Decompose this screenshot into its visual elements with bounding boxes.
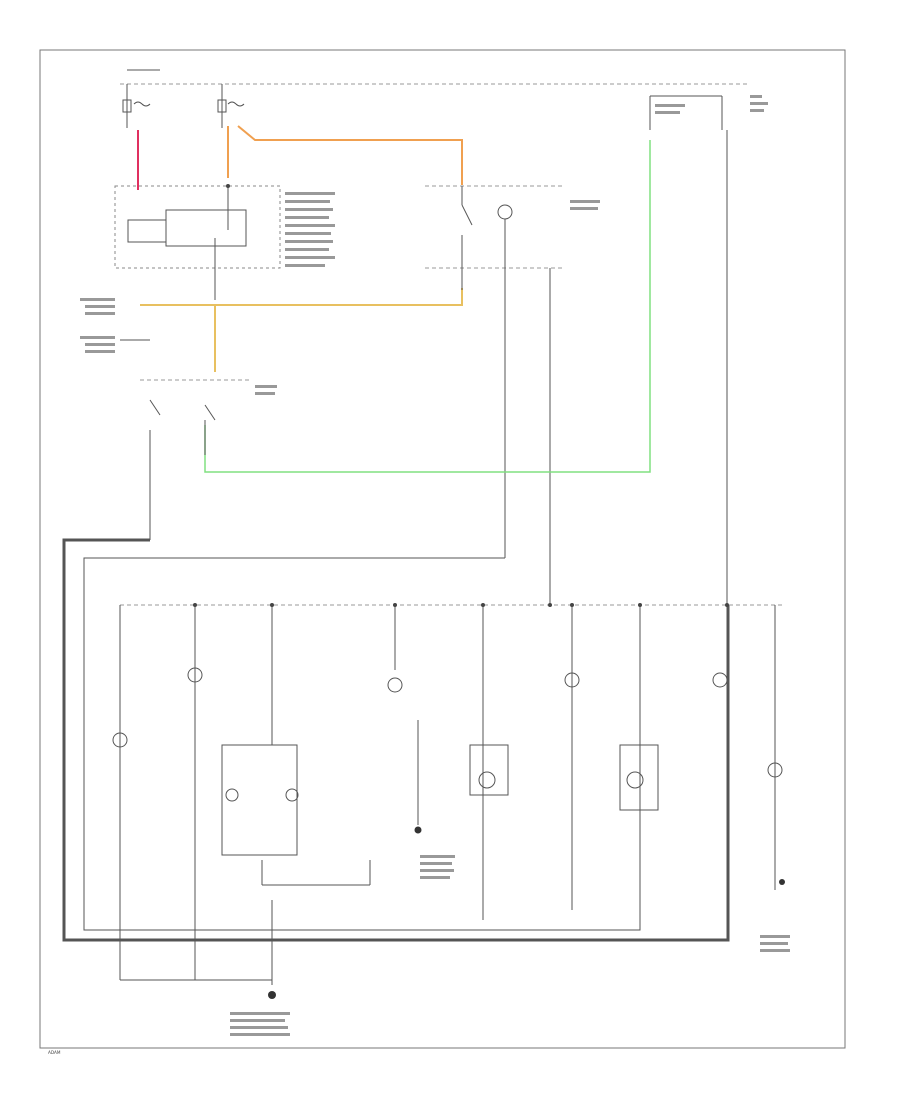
module-box-left [114, 185, 281, 269]
fuse-block-center [217, 84, 245, 128]
fuse-block-left [122, 69, 160, 128]
ground-icon [268, 991, 276, 999]
dome-module-box [469, 744, 509, 796]
lamp-icon [187, 667, 203, 683]
ground-icon [414, 826, 422, 834]
orange-wire [227, 125, 463, 185]
switch-icon [461, 186, 513, 290]
ground-loop-left [62, 538, 730, 942]
mid-left-switch [140, 379, 277, 540]
lamp-icon [387, 677, 403, 693]
yellow-wire-horizontal [140, 288, 463, 306]
lamp-icon [712, 672, 728, 688]
lamp-icon [626, 771, 644, 789]
right-top-module [649, 95, 768, 130]
ground-icon [779, 879, 785, 885]
ground-loop-center [83, 557, 641, 931]
fuse-icon [133, 101, 151, 107]
lamp-icon [225, 788, 239, 802]
switch-labels [570, 200, 600, 210]
diagram-frame [39, 49, 846, 1049]
left-connector-labels [80, 298, 115, 353]
watermark-label: ADAM [48, 1050, 61, 1055]
module-inner [127, 219, 167, 243]
lamp-icon [285, 788, 299, 802]
module-box-lower [221, 744, 298, 856]
lamp-icon [564, 672, 580, 688]
module-text-right [285, 192, 335, 267]
lamp-icon [112, 732, 128, 748]
cargo-module-box [619, 744, 659, 811]
lower-labels [230, 855, 790, 1036]
lamp-icon [478, 771, 496, 789]
